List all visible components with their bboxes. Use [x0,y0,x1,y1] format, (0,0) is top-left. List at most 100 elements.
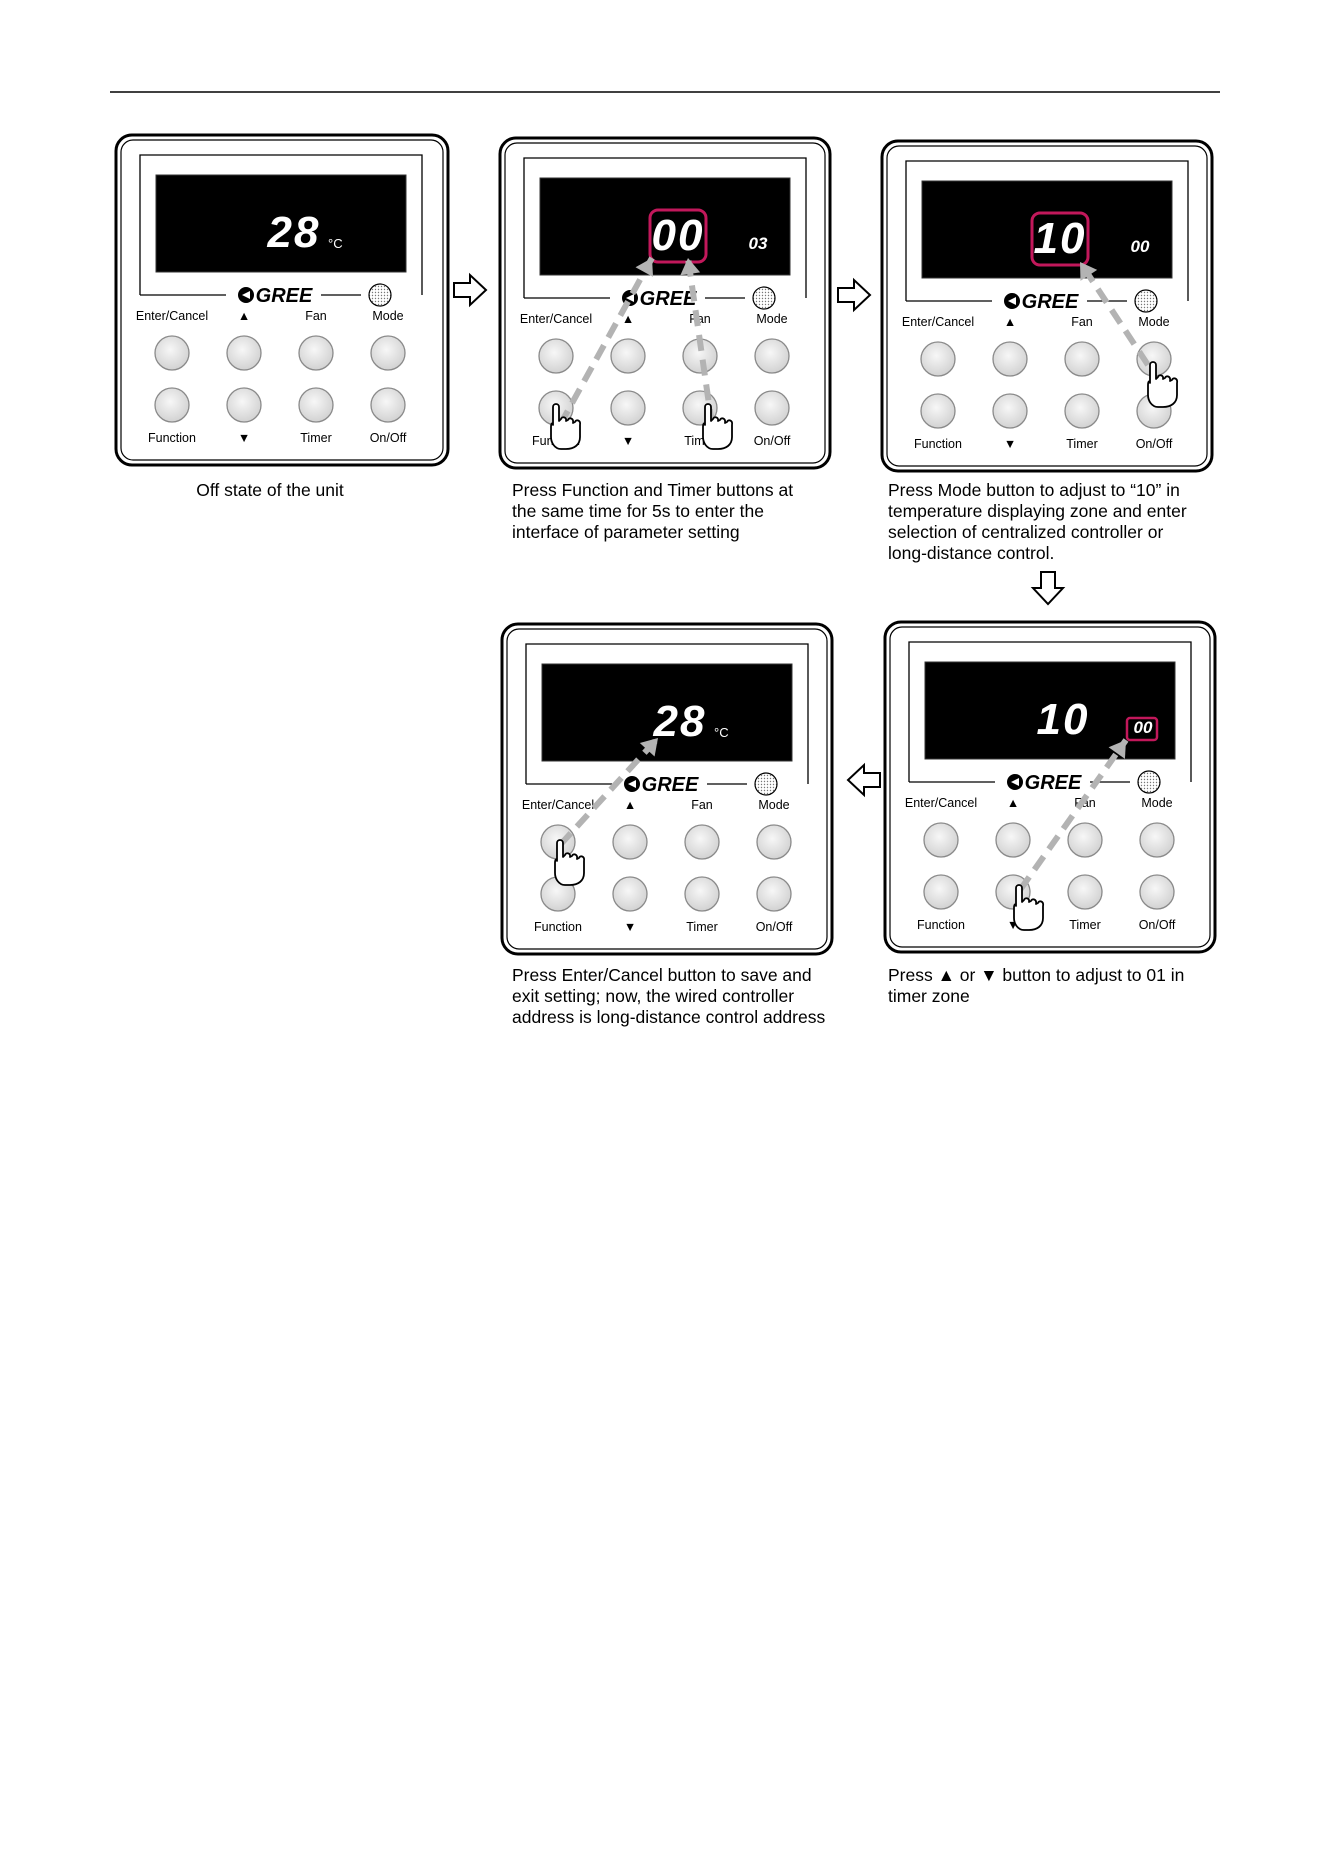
flow-arrow-2-to-3 [837,277,872,313]
flow-arrow-4-to-5 [846,762,881,798]
gree-logo-mark [628,780,636,788]
enter-cancel-button[interactable] [923,822,959,858]
lcd-timer-digits: 00 [1131,237,1150,256]
lcd-main-digits: 10 [1034,214,1087,263]
pointer-hand-shape [1147,361,1179,408]
caption-line: address is long-distance control address [512,1007,826,1027]
caption-line: long-distance control. [888,543,1055,563]
on-off-button[interactable] [370,387,406,423]
dashed-arrow-mode [1077,260,1151,367]
up-label: ▲ [622,312,634,326]
up-button[interactable] [995,822,1031,858]
brand-label: GREE [1025,772,1082,794]
panel-2: 0003GREEEnter/CancelFunction▲▼FanTimerMo… [498,136,832,470]
timer-label: Timer [1069,918,1100,932]
down-label: ▼ [1004,437,1016,451]
highlight-box-main [648,208,708,264]
brand-label: GREE [642,774,699,796]
on-off-label: On/Off [1136,437,1173,451]
dashed-arrow-up-head [1108,740,1126,759]
panel-1: 28°CGREEEnter/CancelFunction▲▼FanTimerMo… [114,133,450,467]
gree-logo-mark [1008,297,1016,305]
display-window-frame [523,157,807,298]
down-button[interactable] [612,876,648,912]
caption-line: exit setting; now, the wired controller [512,986,795,1006]
up-button[interactable] [610,338,646,374]
dashed-arrow-function [557,256,655,427]
speaker-grille-icon [1134,289,1158,313]
on-off-button[interactable] [1139,874,1175,910]
on-off-label: On/Off [754,434,791,448]
timer-button[interactable] [1064,393,1100,429]
caption-line: Press Mode button to adjust to “10” in [888,480,1180,500]
caption-line: interface of parameter setting [512,522,740,542]
dashed-arrow-mode-head [1080,262,1098,281]
function-button[interactable] [920,393,956,429]
caption-line: temperature displaying zone and enter [888,501,1187,521]
enter-cancel-label: Enter/Cancel [905,796,977,810]
down-button[interactable] [992,393,1028,429]
down-button[interactable] [610,390,646,426]
lcd-unit: °C [328,236,343,251]
panel-4: 1000GREEEnter/CancelFunction▲▼FanTimerMo… [883,620,1217,954]
mode-button[interactable] [756,824,792,860]
panel-frame-inner [120,139,444,461]
timer-button[interactable] [684,876,720,912]
hand-icon-up [1013,884,1045,931]
gree-logo-mark [626,294,634,302]
timer-button[interactable] [298,387,334,423]
lcd-screen [921,180,1173,279]
down-label: ▼ [622,434,634,448]
on-off-button[interactable] [756,876,792,912]
fan-button[interactable] [298,335,334,371]
enter-cancel-button[interactable] [154,335,190,371]
function-button[interactable] [154,387,190,423]
fan-label: Fan [305,309,327,323]
panel-5: 28°CGREEEnter/CancelFunction▲▼FanTimerMo… [500,622,834,956]
caption-step1: Off state of the unit [115,480,425,501]
on-off-label: On/Off [756,920,793,934]
lcd-timer-digits: 03 [749,234,768,253]
up-button[interactable] [612,824,648,860]
hand-icon-function [550,403,582,450]
fan-button[interactable] [1064,341,1100,377]
pointer-hand-shape [702,403,734,450]
lcd-screen [155,174,407,273]
pointer-hand-shape [550,403,582,450]
timer-button[interactable] [1067,874,1103,910]
on-off-label: On/Off [370,431,407,445]
up-button[interactable] [226,335,262,371]
mode-button[interactable] [754,338,790,374]
timer-label: Timer [300,431,331,445]
down-button[interactable] [226,387,262,423]
panel-frame-inner [504,142,826,464]
lcd-screen [541,663,793,762]
on-off-button[interactable] [754,390,790,426]
dashed-arrow-function-head [635,258,654,277]
dashed-arrow-timer-head [680,258,701,276]
caption-line: Press Function and Timer buttons at [512,480,794,500]
mode-button[interactable] [1139,822,1175,858]
lcd-main-digits: 10 [1037,695,1090,744]
enter-cancel-button[interactable] [920,341,956,377]
flow-arrow-1-to-2 [453,272,488,308]
enter-cancel-button[interactable] [538,338,574,374]
fan-button[interactable] [684,824,720,860]
caption-line: Off state of the unit [196,480,344,500]
fan-label: Fan [1071,315,1093,329]
up-label: ▲ [1004,315,1016,329]
speaker-grille-icon [754,772,778,796]
caption-line: timer zone [888,986,970,1006]
up-button[interactable] [992,341,1028,377]
function-label: Function [148,431,196,445]
function-button[interactable] [923,874,959,910]
fan-button[interactable] [1067,822,1103,858]
dashed-arrow-timer [685,257,715,426]
function-label: Function [534,920,582,934]
mode-button[interactable] [370,335,406,371]
down-label: ▼ [624,920,636,934]
